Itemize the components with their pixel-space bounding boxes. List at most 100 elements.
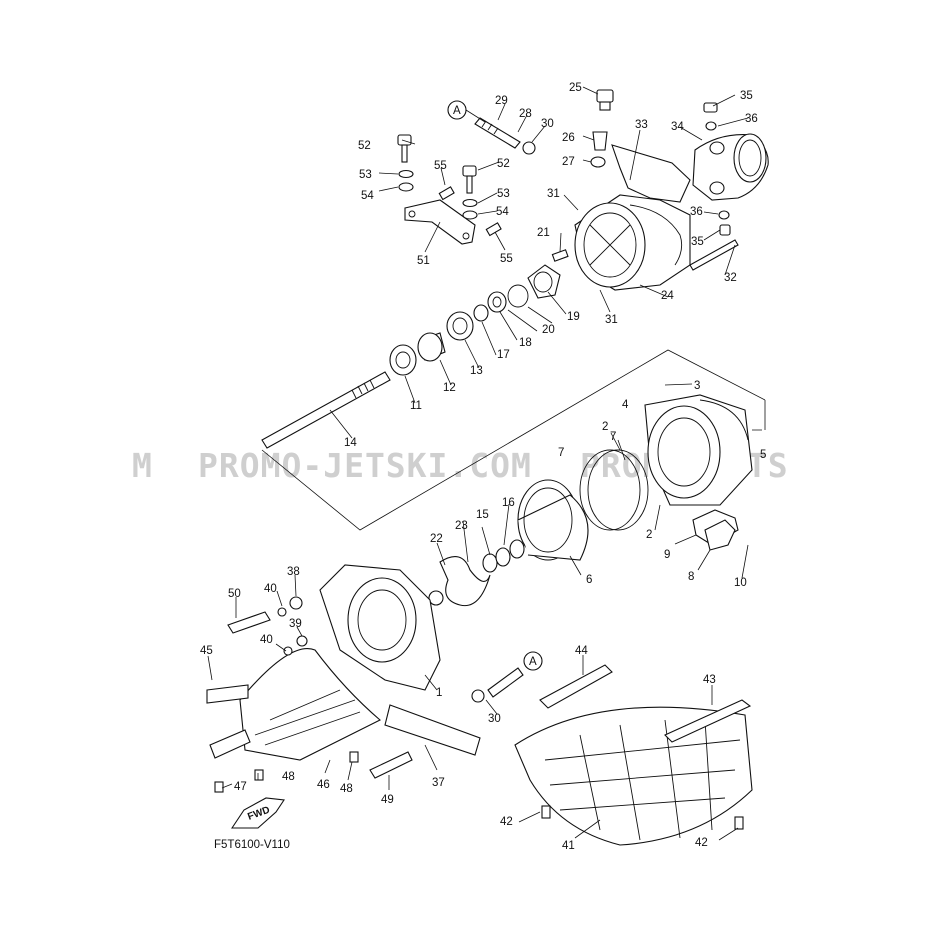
reference-marker-upper: A [447, 100, 486, 123]
callout-46: 46 [317, 779, 330, 791]
leader-lines [207, 86, 762, 841]
callout-21: 21 [537, 227, 550, 239]
reference-marker-lower: A [523, 651, 543, 671]
callout-24: 24 [661, 290, 674, 302]
callout-27: 27 [562, 156, 575, 168]
spacer [384, 704, 481, 756]
callout-35: 35 [740, 90, 753, 102]
small-brackets [206, 611, 413, 779]
impeller-shaft [261, 371, 391, 449]
callout-11: 11 [410, 400, 422, 412]
callout-48-b: 48 [340, 783, 353, 795]
callout-52-b: 52 [497, 158, 510, 170]
callout-31: 31 [547, 188, 560, 200]
callout-49: 49 [381, 794, 394, 806]
callout-37: 37 [432, 777, 445, 789]
watermark-text: PROMO-JETSKI.COM [198, 446, 532, 485]
callout-40: 40 [264, 583, 277, 595]
ride-plate [514, 706, 753, 846]
callout-labels: 1 2 2 3 4 5 6 7 7 8 9 10 11 12 13 14 15 … [200, 82, 766, 852]
callout-43: 43 [703, 674, 716, 686]
callout-38: 38 [287, 566, 300, 578]
callout-4: 4 [622, 399, 629, 411]
callout-2-b: 2 [646, 529, 652, 541]
callout-41: 41 [562, 840, 575, 852]
callout-26: 26 [562, 132, 575, 144]
callout-53-b: 53 [497, 188, 510, 200]
reference-marker-upper-label: A [453, 105, 461, 117]
callout-45: 45 [200, 645, 213, 657]
callout-17: 17 [497, 349, 510, 361]
callout-36-b: 36 [690, 206, 703, 218]
callout-54-b: 54 [496, 206, 509, 218]
diagram-code: F5T6100-V110 [214, 839, 290, 851]
callout-15: 15 [476, 509, 489, 521]
callout-20: 20 [542, 324, 555, 336]
callout-42: 42 [500, 816, 513, 828]
housing-gasket [611, 144, 691, 203]
callout-35-b: 35 [691, 236, 704, 248]
callout-33: 33 [635, 119, 648, 131]
callout-55-b: 55 [500, 253, 513, 265]
steering-nozzle [692, 133, 769, 201]
callout-30: 30 [541, 118, 554, 130]
callout-18: 18 [519, 337, 532, 349]
intake-grate [239, 648, 381, 761]
callout-47: 47 [234, 781, 247, 793]
callout-14: 14 [344, 437, 357, 449]
callout-53: 53 [359, 169, 372, 181]
callout-54: 54 [361, 190, 374, 202]
side-plates [539, 664, 752, 743]
callout-30-b: 30 [488, 713, 501, 725]
impeller [428, 556, 491, 607]
callout-34: 34 [671, 121, 684, 133]
callout-52: 52 [358, 140, 371, 152]
callout-22: 22 [430, 533, 443, 545]
callout-42-b: 42 [695, 837, 708, 849]
callout-8: 8 [688, 571, 694, 583]
housing-liner [517, 479, 589, 561]
o-rings [579, 449, 649, 531]
callout-16: 16 [502, 497, 515, 509]
callout-29: 29 [495, 95, 508, 107]
callout-40-b: 40 [260, 634, 273, 646]
callout-28: 28 [519, 108, 532, 120]
callout-9: 9 [664, 549, 670, 561]
callout-55: 55 [434, 160, 447, 172]
fasteners-lower [214, 596, 744, 830]
callout-25: 25 [569, 82, 582, 94]
drive-pin-upper [474, 117, 536, 155]
callout-39: 39 [289, 618, 302, 630]
callout-36: 36 [745, 113, 758, 125]
callout-6: 6 [586, 574, 592, 586]
callout-32: 32 [724, 272, 737, 284]
callout-2: 2 [602, 421, 608, 433]
callout-12: 12 [443, 382, 456, 394]
assembly-boundary [261, 349, 766, 531]
watermark-left-fragment: M [132, 446, 153, 485]
impeller-housing [644, 394, 753, 506]
callout-50: 50 [228, 588, 241, 600]
pump-outlet-housing [574, 194, 691, 291]
shaft-washers [482, 539, 525, 573]
callout-48: 48 [282, 771, 295, 783]
callout-23: 23 [455, 520, 468, 532]
callout-44: 44 [575, 645, 588, 657]
hose-fittings [590, 89, 614, 168]
bearings-and-seals [389, 291, 507, 376]
callout-10: 10 [734, 577, 747, 589]
callout-1: 1 [436, 687, 442, 699]
callout-19: 19 [567, 311, 580, 323]
drive-pin-lower [471, 667, 524, 703]
fasteners-upper-right [689, 102, 739, 271]
callout-3: 3 [694, 380, 700, 392]
callout-7: 7 [610, 431, 616, 443]
pump-cap-group [507, 249, 569, 308]
intake-housing [319, 564, 441, 691]
callout-7-b: 7 [558, 447, 564, 459]
cover-plate [692, 509, 739, 551]
callout-31-b: 31 [605, 314, 618, 326]
reference-marker-lower-label: A [529, 656, 537, 668]
fwd-arrow: FWD [230, 797, 285, 829]
